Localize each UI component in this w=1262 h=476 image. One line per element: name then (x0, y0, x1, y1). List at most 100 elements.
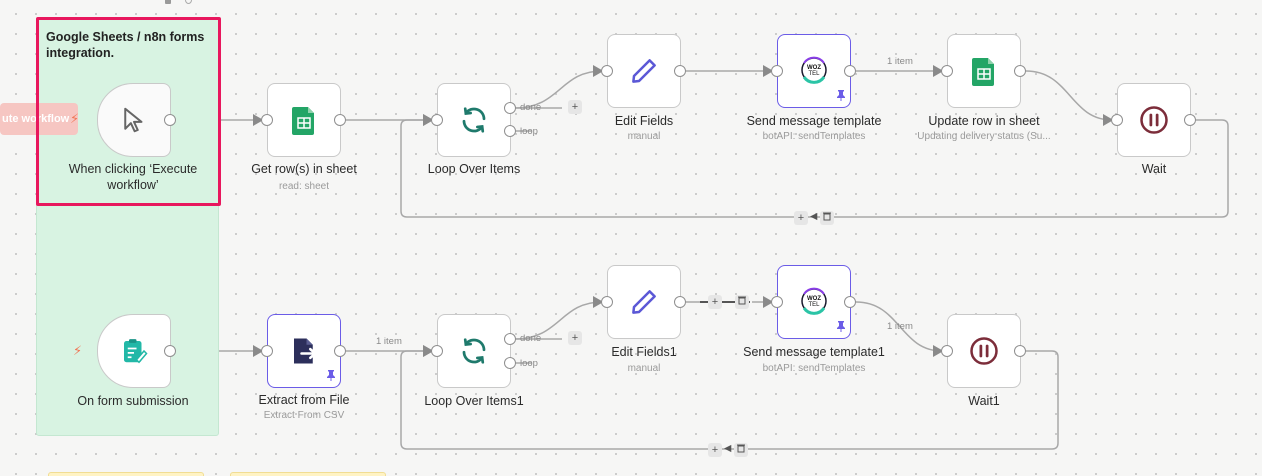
file-export-icon (294, 338, 318, 364)
edge-send1-wait1 (855, 301, 944, 357)
svg-text:TEL: TEL (808, 302, 820, 308)
node-label: Loop Over Items1 (424, 394, 524, 408)
node-label: Update row in sheet (928, 114, 1040, 128)
trash-icon (823, 212, 831, 221)
more-icon[interactable]: ⋯ (205, 0, 215, 5)
edge-update-wait (1025, 70, 1114, 126)
node-subtitle: botAPI: sendTemplates (762, 131, 866, 142)
port-out[interactable] (1184, 114, 1196, 126)
node-loop1[interactable] (437, 314, 511, 388)
loop-label: loop (520, 126, 538, 137)
add-node-button[interactable]: + (794, 211, 808, 225)
port-in[interactable] (601, 65, 613, 77)
add-node-button[interactable]: + (708, 443, 722, 457)
port-loop[interactable] (504, 357, 516, 369)
delete-connection-button[interactable] (820, 211, 834, 225)
port-out[interactable] (844, 296, 856, 308)
arrow-left-icon: ◀ (724, 443, 732, 454)
node-form-trigger[interactable] (97, 314, 171, 388)
sticky-note-text: Google Sheets / n8n forms integration. (46, 30, 205, 60)
item-count-label: 1 item (887, 321, 913, 332)
node-loop[interactable] (437, 83, 511, 157)
bolt-icon: ⚡︎ (73, 343, 83, 358)
port-in[interactable] (771, 65, 783, 77)
edge-loop1-done-edit1 (514, 296, 604, 340)
port-in[interactable] (261, 345, 273, 357)
node-label: Send message template (746, 114, 882, 128)
node-label: Extract from File (258, 393, 350, 407)
done-label: done (520, 333, 542, 344)
port-in[interactable] (431, 345, 443, 357)
port-out[interactable] (674, 296, 686, 308)
pause-icon (970, 337, 998, 365)
port-out[interactable] (674, 65, 686, 77)
port-out[interactable] (334, 114, 346, 126)
node-label: Edit Fields (614, 114, 674, 128)
port-done[interactable] (504, 102, 516, 114)
port-out[interactable] (844, 65, 856, 77)
port-in[interactable] (771, 296, 783, 308)
port-in[interactable] (941, 345, 953, 357)
port-out[interactable] (334, 345, 346, 357)
node-get-rows[interactable] (267, 83, 341, 157)
form-icon (124, 339, 148, 364)
svg-text:TEL: TEL (808, 71, 820, 77)
node-label: Loop Over Items (427, 162, 521, 176)
pin-icon (327, 370, 335, 381)
sticky-toolbar: ⋯ (165, 0, 215, 6)
node-update-row[interactable] (947, 34, 1021, 108)
pause-icon (1140, 106, 1168, 134)
pencil-icon (632, 290, 656, 314)
node-subtitle: Updating delivery status (Su... (917, 131, 1051, 142)
add-node-button[interactable]: + (568, 100, 582, 114)
svg-text:WOZ: WOZ (807, 65, 821, 71)
loop-icon (462, 338, 486, 364)
bolt-icon: ⚡︎ (70, 111, 80, 126)
color-icon[interactable] (185, 0, 192, 4)
port-out[interactable] (164, 114, 176, 126)
port-out[interactable] (1014, 345, 1026, 357)
sticky-note-yellow[interactable] (230, 472, 386, 476)
port-done[interactable] (504, 333, 516, 345)
port-in[interactable] (941, 65, 953, 77)
node-wait1[interactable] (947, 314, 1021, 388)
port-loop[interactable] (504, 125, 516, 137)
node-label: Wait (1141, 162, 1167, 176)
node-label: Send message template1 (743, 345, 885, 359)
node-edit-fields[interactable] (607, 34, 681, 108)
node-wait[interactable] (1117, 83, 1191, 157)
trash-icon[interactable] (165, 0, 171, 4)
add-node-button[interactable]: + (708, 295, 722, 309)
pin-icon (837, 90, 845, 101)
port-out[interactable] (1014, 65, 1026, 77)
partial-execute-label: ute workflow (2, 113, 70, 125)
node-subtitle: manual (627, 131, 661, 142)
delete-connection-button[interactable] (734, 443, 748, 457)
port-in[interactable] (601, 296, 613, 308)
svg-text:WOZ: WOZ (807, 296, 821, 302)
node-edit-fields1[interactable] (607, 265, 681, 339)
item-count-label: 1 item (376, 336, 402, 347)
port-in[interactable] (261, 114, 273, 126)
arrow-left-icon: ◀ (810, 211, 818, 222)
pencil-icon (632, 59, 656, 83)
delete-connection-button[interactable] (735, 295, 749, 309)
node-label: Edit Fields1 (611, 345, 677, 359)
partial-execute-node[interactable]: ute workflow (0, 103, 78, 135)
port-in[interactable] (431, 114, 443, 126)
loop-label: loop (520, 358, 538, 369)
node-label: On form submission (77, 394, 189, 408)
node-manual-trigger[interactable] (97, 83, 171, 157)
trash-icon (737, 444, 745, 453)
node-subtitle: read: sheet (278, 181, 330, 192)
node-label: When clicking ‘Execute workflow’ (68, 162, 198, 192)
port-in[interactable] (1111, 114, 1123, 126)
sticky-note-yellow[interactable] (48, 472, 204, 476)
edge-loop-done-edit (514, 65, 604, 109)
node-subtitle: botAPI: sendTemplates (762, 363, 866, 374)
port-out[interactable] (164, 345, 176, 357)
add-node-button[interactable]: + (568, 331, 582, 345)
